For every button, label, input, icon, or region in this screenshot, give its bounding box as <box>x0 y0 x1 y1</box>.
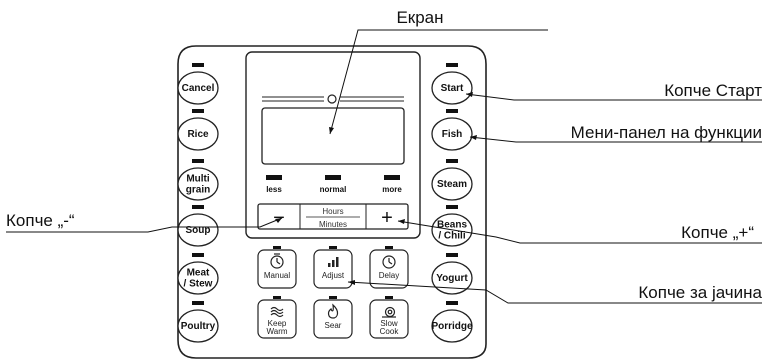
indicator-led <box>385 296 393 299</box>
delay-label: Delay <box>379 271 399 280</box>
hours-label: Hours <box>322 207 343 216</box>
delay-button[interactable]: Delay <box>369 246 409 289</box>
soup-label: Soup <box>186 225 211 236</box>
poultry-label: Poultry <box>181 321 216 332</box>
minus-callout-line <box>6 217 283 233</box>
indicator-led <box>446 301 458 305</box>
level-led <box>325 175 341 180</box>
screen-callout-line <box>329 29 548 135</box>
sear-label: Sear <box>325 321 342 330</box>
indicator-led <box>273 296 281 299</box>
time-adjust-bar <box>257 203 409 230</box>
rice-button[interactable]: Rice <box>177 109 219 151</box>
meat-stew-button[interactable]: Meat/ Stew <box>177 253 219 295</box>
plus-callout-line <box>397 220 762 244</box>
steam-label: Steam <box>437 179 467 190</box>
indicator-led <box>192 205 204 209</box>
indicator-led <box>192 109 204 113</box>
heat-waves-icon <box>270 306 284 318</box>
indicator-led <box>273 246 281 249</box>
level-led <box>384 175 400 180</box>
lcd-screen <box>261 107 405 165</box>
multi-grain-label: grain <box>186 185 210 196</box>
slow-cook-label: Cook <box>380 327 400 336</box>
indicator-dot <box>327 94 337 104</box>
beans-chili-label: / Chili <box>438 231 465 242</box>
level-indicators: less normal more <box>266 175 402 194</box>
indicator-led <box>192 253 204 257</box>
indicator-led <box>385 246 393 249</box>
indicator-led <box>446 63 458 67</box>
steam-button[interactable]: Steam <box>431 159 473 201</box>
adjust-button[interactable]: Adjust <box>313 246 353 289</box>
start-callout-line <box>465 93 762 101</box>
timer-icon <box>270 253 284 269</box>
soup-button[interactable]: Soup <box>177 205 219 247</box>
flame-icon <box>327 303 339 319</box>
indicator-led <box>329 296 337 299</box>
rice-label: Rice <box>187 129 209 140</box>
level-label: more <box>382 185 402 194</box>
callout-adjust: Копче за јачина <box>638 283 762 302</box>
adjust-callout-line <box>347 281 762 304</box>
yogurt-button[interactable]: Yogurt <box>431 253 473 295</box>
level-led <box>266 175 282 180</box>
level-bars-icon <box>328 257 339 267</box>
snail-icon <box>382 306 396 318</box>
adjust-label: Adjust <box>322 271 345 280</box>
level-label: less <box>266 185 282 194</box>
callout-menu-panel: Мени-панел на функции <box>571 123 762 142</box>
sear-button[interactable]: Sear <box>313 296 353 339</box>
menu-callout-line <box>469 136 762 143</box>
start-label: Start <box>441 83 464 94</box>
indicator-led <box>446 205 458 209</box>
callout-screen: Екран <box>396 8 443 27</box>
start-button[interactable]: Start <box>431 63 473 105</box>
cancel-button[interactable]: Cancel <box>177 63 219 105</box>
indicator-led <box>192 301 204 305</box>
meat-stew-label: Meat <box>187 268 210 279</box>
manual-label: Manual <box>264 271 290 280</box>
fish-button[interactable]: Fish <box>431 109 473 151</box>
callout-arrowheads <box>275 92 477 285</box>
indicator-led <box>329 246 337 249</box>
callout-minus: Копче „-“ <box>6 211 75 230</box>
level-more: more <box>382 175 402 194</box>
slow-cook-label: Slow <box>380 319 398 328</box>
level-label: normal <box>320 185 347 194</box>
keep-warm-label: Warm <box>266 327 287 336</box>
callout-start: Копче Старт <box>664 81 762 100</box>
minutes-label: Minutes <box>319 220 347 229</box>
indicator-led <box>446 253 458 257</box>
fish-label: Fish <box>442 129 463 140</box>
clock-icon <box>382 255 396 269</box>
indicator-led <box>446 109 458 113</box>
beans-chili-label: Beans <box>437 220 467 231</box>
indicator-led <box>192 63 204 67</box>
multi-grain-label: Multi <box>186 174 210 185</box>
keep-warm-label: Keep <box>268 319 287 328</box>
level-less: less <box>266 175 282 194</box>
minus-button[interactable]: − <box>273 207 285 229</box>
callout-lines <box>6 29 762 304</box>
plus-button[interactable]: + <box>381 207 393 229</box>
indicator-led <box>446 159 458 163</box>
callout-plus: Копче „+“ <box>681 223 754 242</box>
cancel-label: Cancel <box>182 83 215 94</box>
porridge-button[interactable]: Porridge <box>431 301 473 343</box>
manual-button[interactable]: Manual <box>257 246 297 289</box>
yogurt-label: Yogurt <box>436 273 468 284</box>
meat-stew-label: / Stew <box>184 279 213 290</box>
poultry-button[interactable]: Poultry <box>177 301 219 343</box>
level-normal: normal <box>320 175 347 194</box>
indicator-led <box>192 159 204 163</box>
porridge-label: Porridge <box>431 321 473 332</box>
